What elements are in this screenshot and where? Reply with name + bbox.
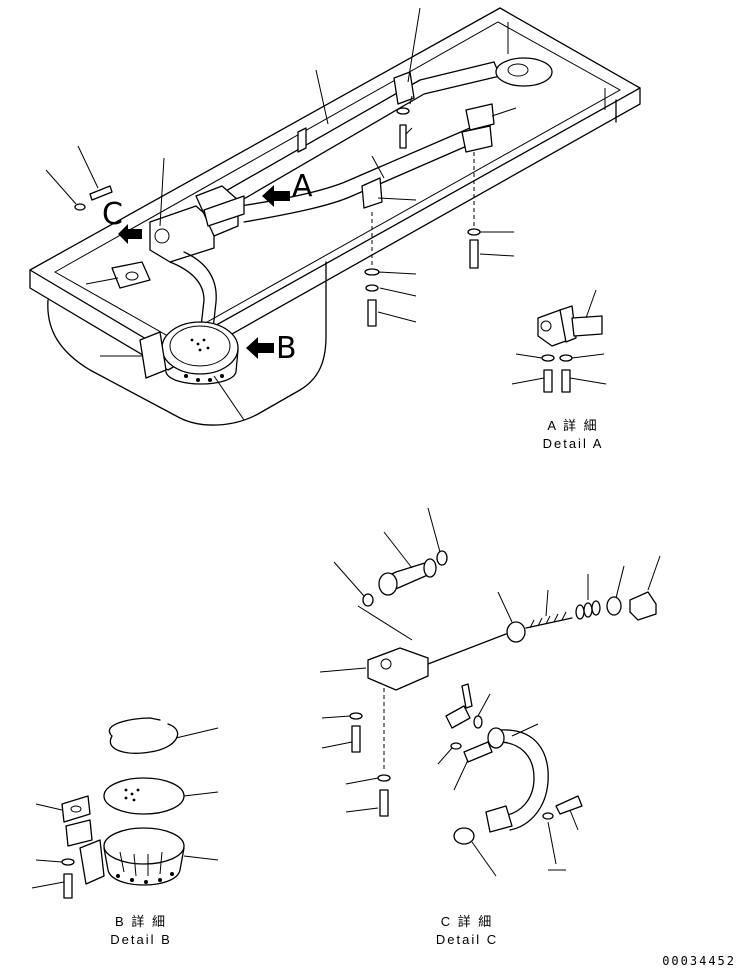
- arrow-c-icon: [118, 224, 142, 244]
- leader-lines-main: [45, 7, 517, 421]
- detail-c-caption-jp: C 詳 細: [440, 914, 494, 929]
- detail-a-drawing: [511, 289, 607, 393]
- detail-c-caption-en: Detail C: [435, 932, 499, 947]
- detail-b-caption-en: Detail B: [110, 932, 172, 947]
- arrow-b-icon: [246, 337, 274, 359]
- document-number: 00034452: [662, 954, 736, 968]
- view-letter-b: B: [276, 331, 297, 366]
- view-letter-a: A: [292, 169, 313, 204]
- detail-c-drawing: [319, 507, 661, 877]
- detail-a-caption-en: Detail A: [542, 436, 604, 451]
- suction-pipe-assembly: [209, 57, 553, 223]
- oil-pump-body: [111, 185, 245, 339]
- strainer-main: [139, 321, 239, 385]
- oil-pan: [29, 7, 641, 426]
- view-arrows: [118, 185, 290, 359]
- arrow-a-icon: [262, 185, 290, 207]
- detail-b-caption-jp: B 詳 細: [115, 914, 167, 929]
- view-letter-c: C: [102, 197, 123, 232]
- main-fasteners: [74, 107, 481, 327]
- detail-a-caption-jp: A 詳 細: [547, 418, 599, 433]
- detail-b-drawing: [31, 717, 219, 899]
